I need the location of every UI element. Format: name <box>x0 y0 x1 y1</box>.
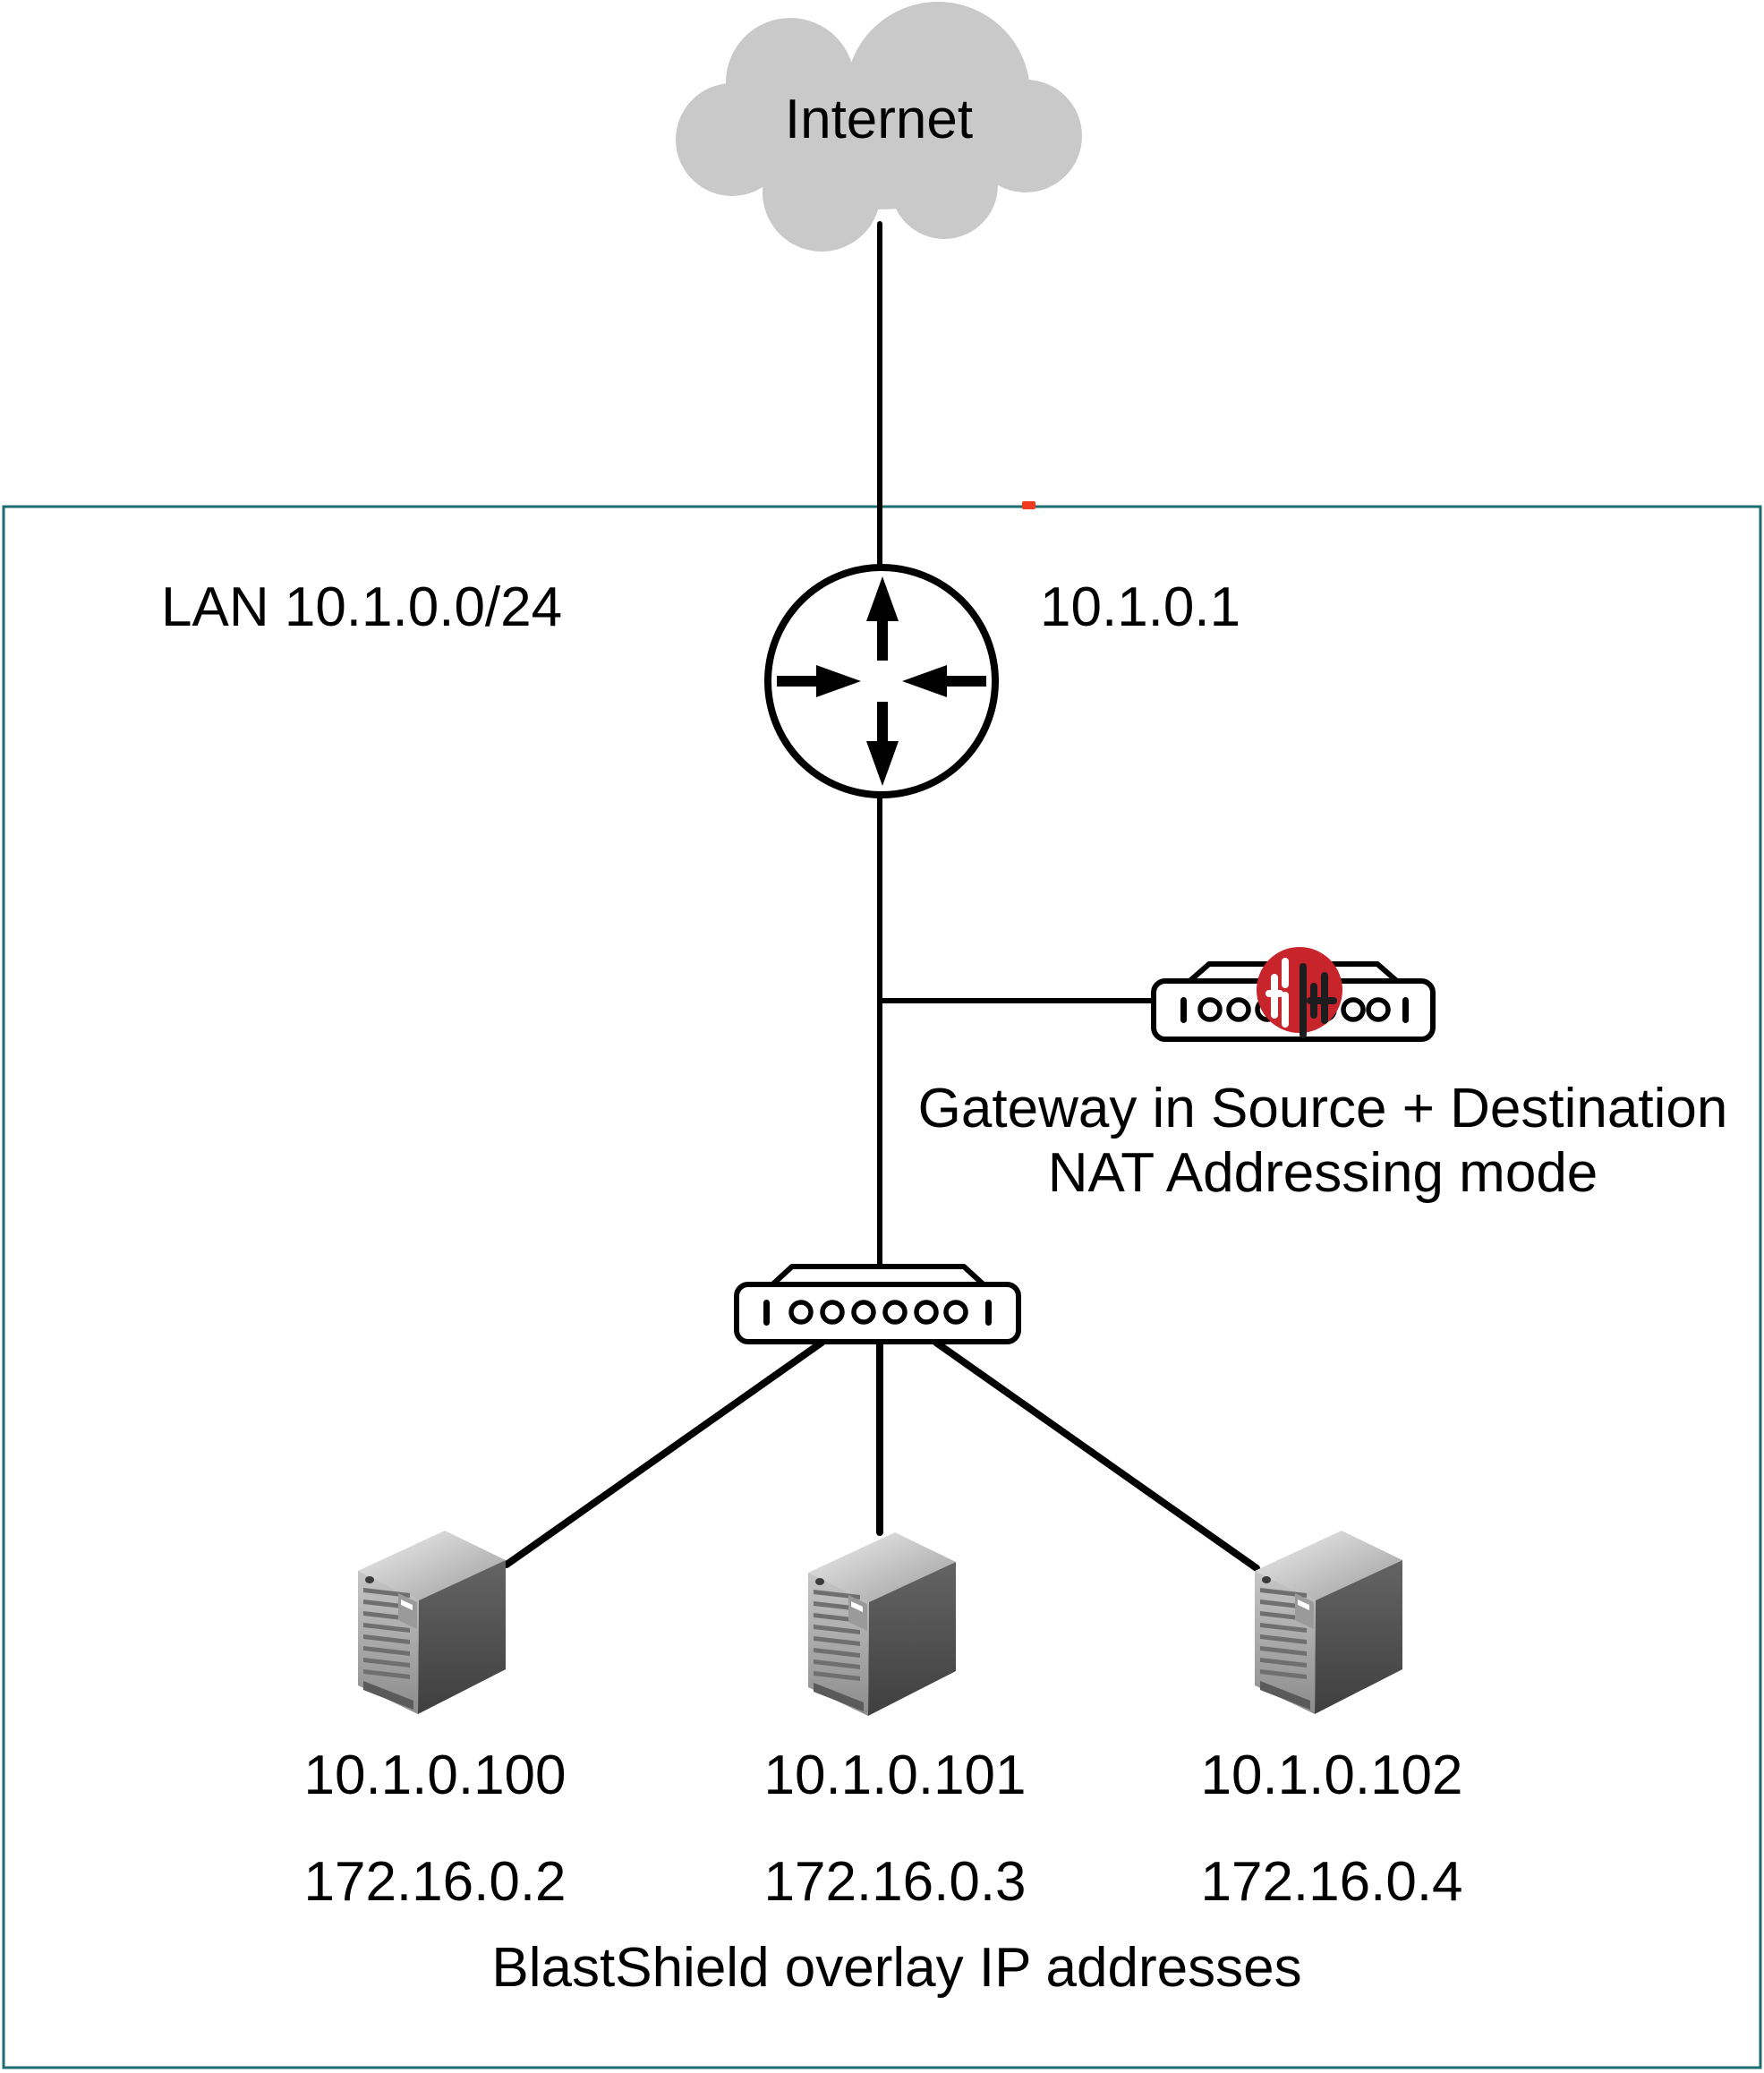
blastshield-logo-icon <box>1257 947 1342 1038</box>
server-icon-1 <box>358 1531 506 1714</box>
link-switch-server-1 <box>503 1339 825 1568</box>
switch-icon <box>734 1264 1021 1344</box>
server-icon-3 <box>1255 1531 1402 1714</box>
gateway-caption: Gateway in Source + Destination NAT Addr… <box>918 1077 1728 1206</box>
internet-cloud-icon <box>676 2 1082 252</box>
server-3-lan-ip: 10.1.0.102 <box>1200 1745 1463 1806</box>
server-2-lan-ip: 10.1.0.101 <box>763 1745 1027 1806</box>
gateway-icon <box>1151 947 1436 1042</box>
server-icon-2 <box>808 1532 956 1716</box>
gateway-caption-line1: Gateway in Source + Destination <box>917 1078 1728 1139</box>
gateway-caption-line2: NAT Addressing mode <box>1047 1142 1598 1204</box>
server-1-lan-ip: 10.1.0.100 <box>303 1745 567 1806</box>
internet-label: Internet <box>784 89 974 150</box>
red-marker <box>1022 501 1035 509</box>
server-1-overlay-ip: 172.16.0.2 <box>303 1851 567 1913</box>
lan-subnet-label: LAN 10.1.0.0/24 <box>161 576 563 638</box>
server-2-overlay-ip: 172.16.0.3 <box>763 1851 1027 1913</box>
overlay-caption: BlastShield overlay IP addresses <box>491 1937 1302 1999</box>
router-icon <box>764 564 999 798</box>
link-switch-server-3 <box>933 1339 1260 1572</box>
server-3-overlay-ip: 172.16.0.4 <box>1200 1851 1463 1913</box>
router-ip-label: 10.1.0.1 <box>1040 576 1241 638</box>
